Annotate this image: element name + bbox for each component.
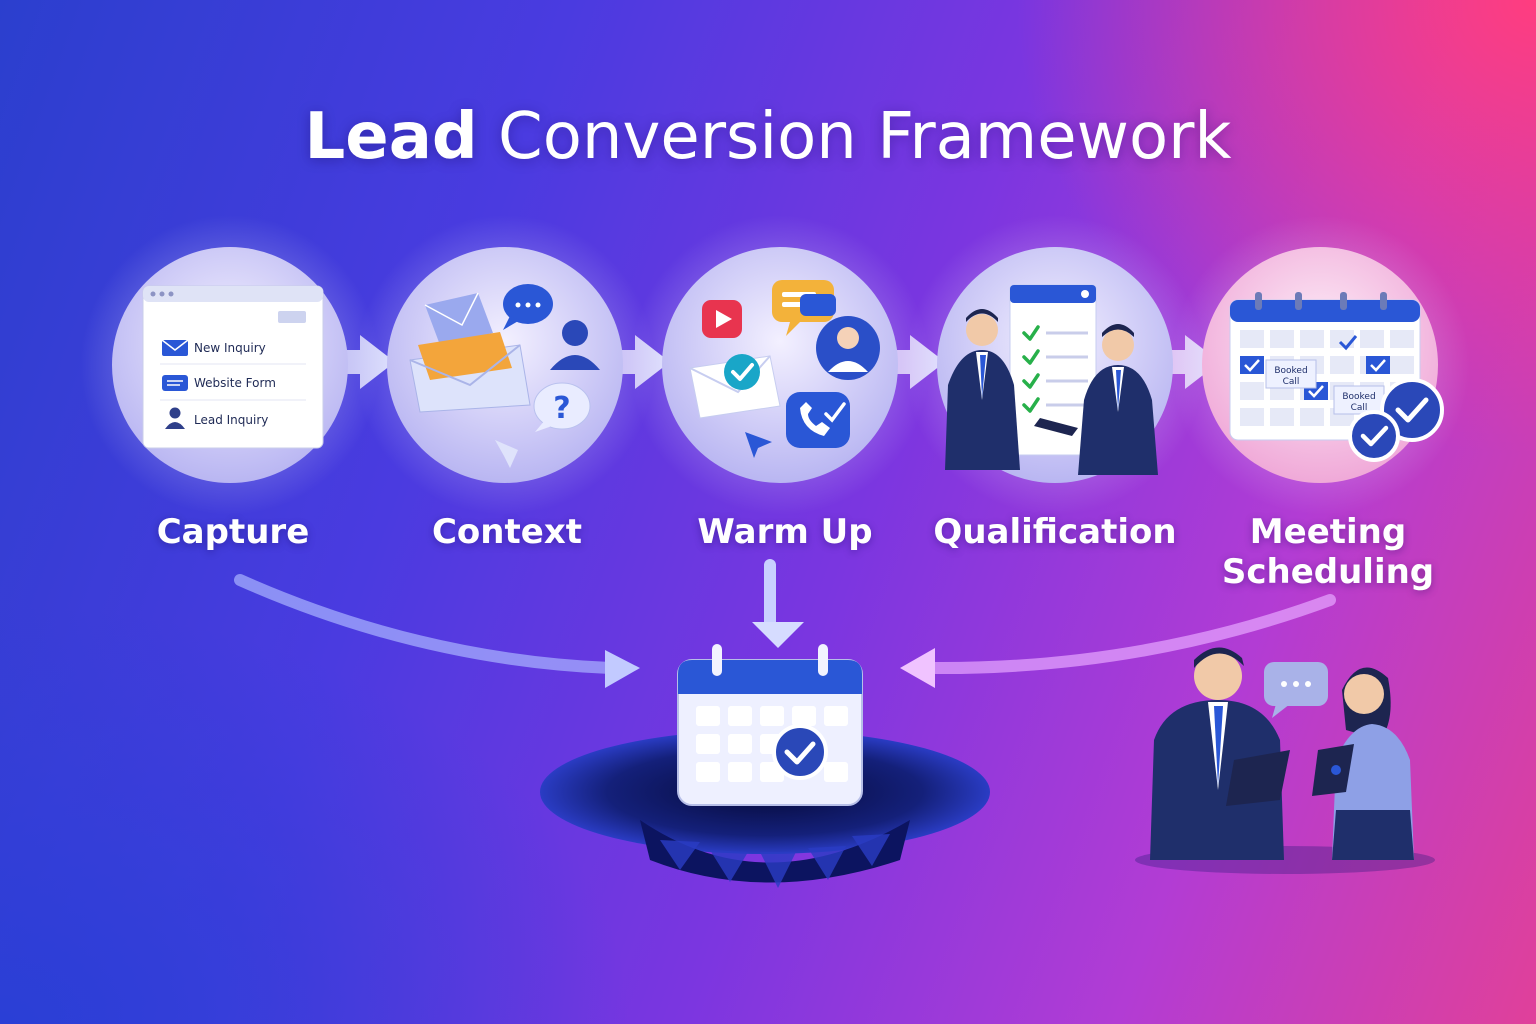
open-envelope-icon [409,332,531,413]
step-label-warm-up: Warm Up [697,512,873,552]
arrow-qualification-to-meeting [1155,335,1220,389]
businessman-right-icon [1078,324,1158,475]
form-icon [162,375,188,391]
chat-bubble-icon [772,280,836,336]
businessman-icon [1150,647,1290,860]
svg-text:?: ? [553,391,570,426]
chat-bubble-icon [503,284,553,330]
step-label-context: Context [431,512,582,552]
capture-row-new-inquiry: New Inquiry [194,341,266,355]
curve-arrow-right [924,594,1336,675]
paper-plane-icon [745,432,772,458]
check-badge-icon [724,354,760,390]
convergence-arrows [234,559,1336,688]
step-label-meeting-scheduling: Meeting Scheduling [1221,512,1435,592]
meeting-people-illustration [1135,647,1435,874]
phone-icon [786,392,850,448]
step-context-illustration: ? [387,247,623,483]
chat-bubble-icon [1264,662,1328,718]
curve-arrow-left [234,574,616,674]
step-qualification-illustration [937,247,1173,483]
check-badge-icon [1348,378,1444,462]
arrow-warmup-to-qualification [880,335,945,389]
center-calendar-icon [677,644,863,806]
user-icon [550,320,600,370]
envelope-icon [161,339,189,356]
title-rest: Conversion Framework [498,100,1232,174]
page-title: Lead Conversion Framework [0,100,1536,174]
arrow-capture-to-context [330,335,395,389]
capture-row-lead-inquiry: Lead Inquiry [194,413,268,427]
businesswoman-icon [1312,667,1414,860]
title-bold-word: Lead [304,100,478,174]
step-capture-illustration: New Inquiry Website Form Lead Inquiry [112,247,348,483]
step-warmup-illustration [662,247,898,483]
paper-plane-icon [495,440,518,468]
user-icon [165,407,185,429]
checklist-icon [1009,284,1097,456]
step-label-qualification: Qualification [933,512,1177,552]
capture-row-website-form: Website Form [194,376,276,390]
arrow-context-to-warmup [605,335,670,389]
step-label-capture: Capture [156,512,310,552]
question-icon: ? [533,382,591,432]
avatar-bubble-icon [816,316,880,380]
step-arrows [330,335,1220,389]
tablet-icon [1034,418,1078,436]
envelope-icon [424,292,493,345]
businessman-left-icon [945,309,1020,470]
video-icon [702,300,742,338]
